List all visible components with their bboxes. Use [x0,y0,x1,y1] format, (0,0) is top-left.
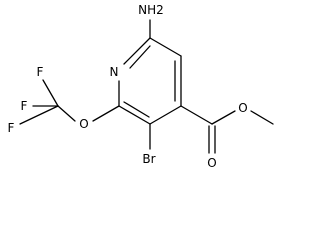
bond-n-c2-inner [129,45,151,69]
atom-f2: F [21,99,28,113]
bond-ester-o [211,110,236,125]
structure-diagram: NH2 N O F F F Br O O [8,3,274,170]
atom-ring-n: N [110,65,119,79]
atom-br: Br [142,152,155,166]
bonds [19,19,274,154]
atom-o-ester: O [238,101,247,115]
bond-c6-o [92,105,120,122]
atom-labels: NH2 N O F F F Br O O [8,3,248,170]
bond-c5-c6-inner [123,101,150,118]
atom-f1: F [37,65,44,79]
atom-o-carbonyl: O [207,156,216,170]
bond-c2-c3 [149,37,182,57]
bond-o-cf3 [57,105,76,122]
bond-c5-c6 [118,105,151,125]
bond-c4-ester [180,105,213,125]
bond-cf3-f1 [42,79,59,107]
bond-n-c2 [123,37,151,65]
atom-o-ether: O [79,117,88,131]
atom-f3: F [8,121,15,135]
bond-c4-c5 [149,105,182,125]
bond-o-methyl [250,110,274,125]
bond-cf3-f3 [19,105,59,125]
atom-nh2: NH2 [138,3,164,17]
molecule-canvas: NH2 N O F F F Br O O [8,3,274,170]
